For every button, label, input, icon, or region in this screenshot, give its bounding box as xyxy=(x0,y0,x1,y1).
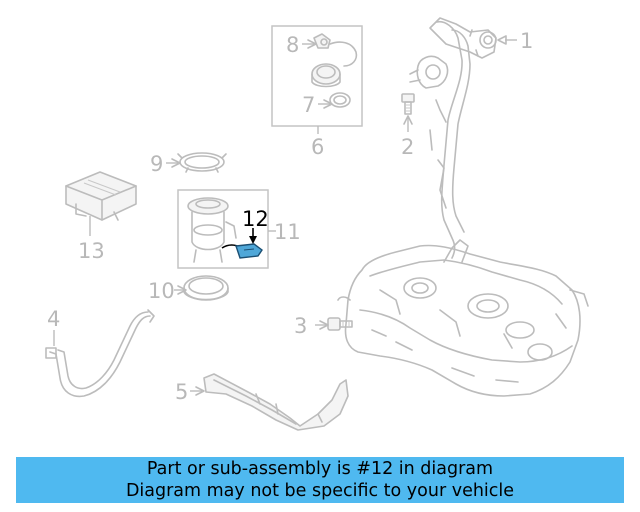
arrow-3 xyxy=(319,320,329,330)
part-11-pump-module xyxy=(187,197,237,263)
arrow-5 xyxy=(195,386,205,396)
callout-6: 6 xyxy=(311,135,324,159)
part-5-heat-shield xyxy=(203,373,349,431)
part-2-bolt xyxy=(401,93,415,115)
callout-9: 9 xyxy=(150,152,163,176)
callout-10: 10 xyxy=(148,279,175,303)
arrow-8 xyxy=(307,39,317,49)
part-10-seal-ring xyxy=(183,275,229,301)
callout-4: 4 xyxy=(47,307,60,331)
arrow-10 xyxy=(177,285,187,295)
fuel-tank xyxy=(337,239,589,397)
callout-13: 13 xyxy=(78,239,105,263)
callout-1: 1 xyxy=(520,29,533,53)
callout-11: 11 xyxy=(274,220,301,244)
callout-5: 5 xyxy=(175,380,188,404)
callout-3: 3 xyxy=(294,314,307,338)
detail-box-11 xyxy=(177,189,269,269)
arrow-12 xyxy=(249,236,257,244)
banner-line-part: Part or sub-assembly is #12 in diagram xyxy=(146,459,494,479)
arrow-2 xyxy=(403,115,413,125)
part-13-control-module xyxy=(65,171,137,221)
arrow-7 xyxy=(323,99,333,109)
callout-2: 2 xyxy=(401,135,414,159)
callout-12: 12 xyxy=(242,207,269,231)
part-3-bolt xyxy=(327,317,353,331)
callout-8: 8 xyxy=(286,33,299,57)
part-12-sensor-highlighted xyxy=(221,243,263,259)
part-6-cap xyxy=(311,63,341,88)
arrow-1 xyxy=(497,35,507,45)
detail-box-6 xyxy=(271,25,363,127)
part-4-strap xyxy=(45,309,155,398)
part-9-lock-ring xyxy=(177,152,227,173)
callout-7: 7 xyxy=(302,93,315,117)
part-1-filler-pipe xyxy=(409,17,497,259)
arrow-9 xyxy=(171,158,181,168)
part-8-fitting xyxy=(313,33,358,67)
info-banner: Part or sub-assembly is #12 in diagram D… xyxy=(16,457,624,503)
part-7-oring xyxy=(329,92,351,108)
banner-line-disclaimer: Diagram may not be specific to your vehi… xyxy=(125,481,515,501)
